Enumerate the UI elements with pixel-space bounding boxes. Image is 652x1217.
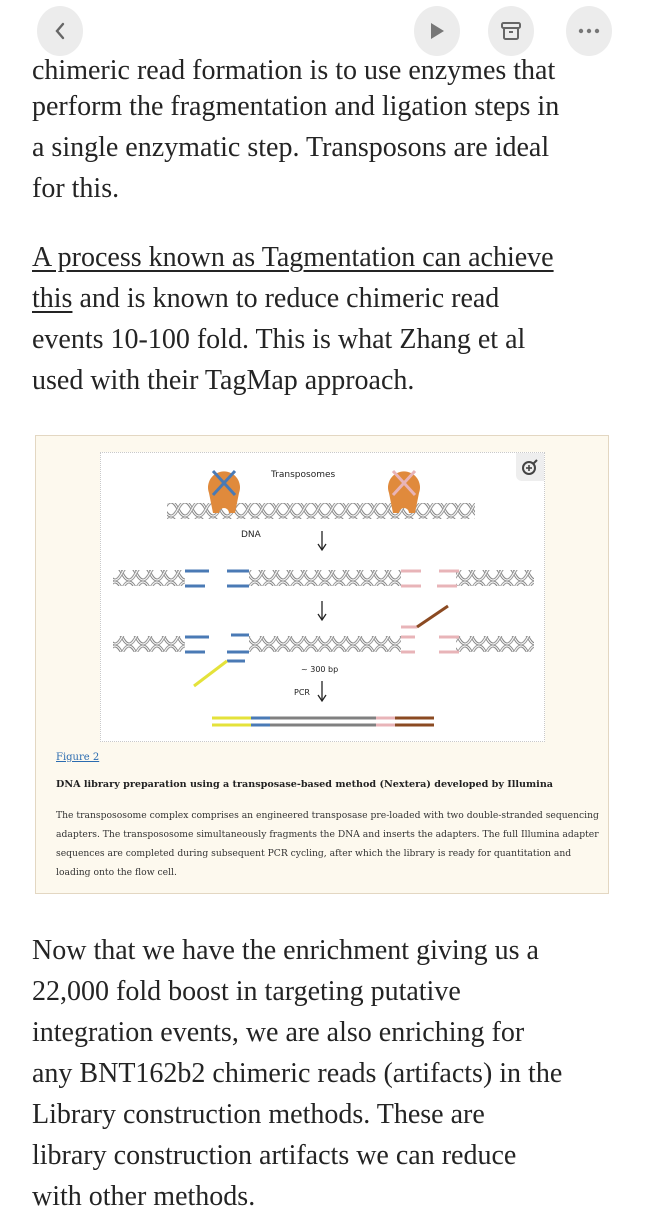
arrow-down	[317, 601, 327, 622]
paragraph-2: A process known as Tagmentation can achi…	[32, 237, 554, 401]
figure-caption: The transpososome complex comprises an e…	[56, 806, 599, 882]
caption-line: sequences are completed during subsequen…	[56, 848, 572, 859]
arrow-down	[317, 681, 327, 703]
text-line: integration events, we are also enrichin…	[32, 1017, 525, 1048]
text-line: perform the fragmentation and ligation s…	[32, 91, 560, 122]
cut-off-text-line: chimeric read formation is to use enzyme…	[32, 55, 556, 86]
zoom-in-button[interactable]	[516, 453, 544, 481]
tagmentation-diagram: Transposomes DNA ~ 300 bp PCR	[113, 469, 534, 727]
caption-line: adapters. The transpososome simultaneous…	[56, 829, 599, 840]
figure-link[interactable]: Figure 2	[56, 752, 100, 763]
text: and is known to reduce chimeric read	[72, 283, 500, 314]
text-line: for this.	[32, 173, 120, 204]
pcr-product	[212, 716, 434, 727]
caption-line: The transpososome complex comprises an e…	[56, 810, 599, 821]
archive-button[interactable]	[488, 6, 534, 56]
dna-fragment	[249, 636, 401, 652]
label-dna: DNA	[241, 530, 262, 540]
label-transposomes: Transposomes	[270, 470, 336, 480]
more-icon	[578, 28, 600, 34]
play-button[interactable]	[414, 6, 460, 56]
text-line: library construction artifacts we can re…	[32, 1140, 517, 1171]
label-pcr: PCR	[294, 688, 310, 697]
text-line: with other methods.	[32, 1181, 256, 1212]
label-size: ~ 300 bp	[301, 665, 338, 674]
arrow-down	[317, 531, 327, 552]
dna-fragment	[456, 636, 534, 652]
tagmentation-link[interactable]: A process known as Tagmentation can achi…	[32, 242, 554, 273]
dna-fragment	[113, 636, 185, 652]
text-line: 22,000 fold boost in targeting putative	[32, 976, 461, 1007]
adapters-blue	[185, 633, 249, 663]
figure-box: Transposomes DNA ~ 300 bp PCR	[35, 435, 609, 894]
text-line: Now that we have the enrichment giving u…	[32, 935, 539, 966]
paragraph-3: Now that we have the enrichment giving u…	[32, 930, 562, 1217]
tagmentation-link-cont[interactable]: this	[32, 283, 73, 314]
adapters-pink	[401, 569, 459, 588]
adapters-blue	[185, 569, 249, 588]
text-line: events 10-100 fold. This is what Zhang e…	[32, 324, 526, 355]
transposome-right	[388, 469, 420, 513]
text-line: a single enzymatic step. Transposons are…	[32, 132, 550, 163]
primer-brown	[416, 604, 449, 629]
zoom-in-icon	[522, 459, 538, 475]
adapters-pink	[401, 625, 459, 654]
caption-line: loading onto the flow cell.	[56, 867, 177, 878]
text-line: used with their TagMap approach.	[32, 365, 415, 396]
dna-fragment	[249, 570, 401, 586]
back-button[interactable]	[37, 6, 83, 56]
transposome-left	[208, 469, 240, 513]
dna-fragment	[113, 570, 185, 586]
archive-icon	[501, 22, 521, 40]
more-button[interactable]	[566, 6, 612, 56]
text-line: any BNT162b2 chimeric reads (artifacts) …	[32, 1058, 563, 1089]
figure-title: DNA library preparation using a transpos…	[56, 779, 554, 790]
text-line: Library construction methods. These are	[32, 1099, 485, 1130]
primer-yellow	[193, 659, 228, 688]
chevron-left-icon	[55, 22, 65, 40]
play-icon	[431, 23, 444, 39]
figure-image[interactable]: Transposomes DNA ~ 300 bp PCR	[100, 452, 545, 742]
dna-fragment	[456, 570, 534, 586]
paragraph-1: perform the fragmentation and ligation s…	[32, 86, 559, 209]
top-toolbar	[0, 0, 652, 58]
